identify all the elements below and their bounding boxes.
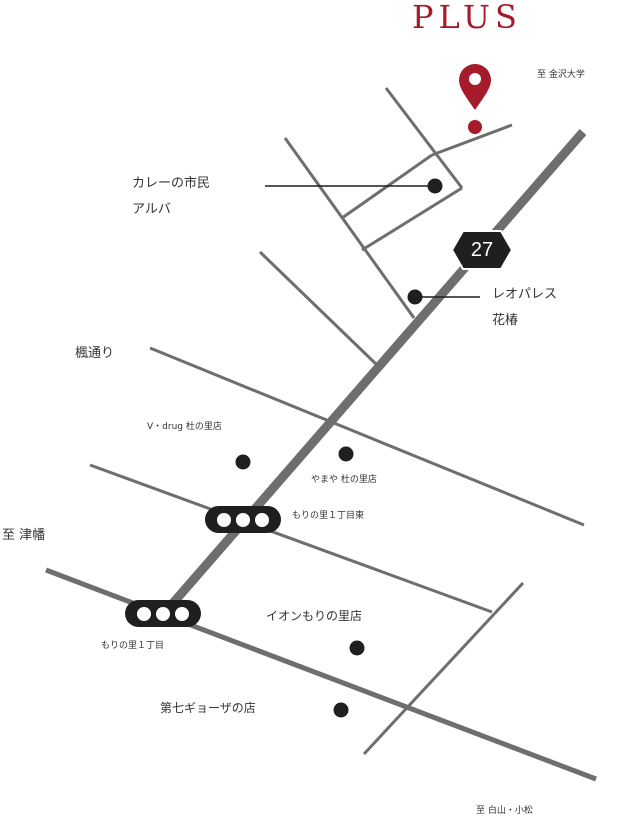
- signal-lamp: [236, 512, 250, 527]
- direction-kanazawa-university: 至 金沢大学: [537, 70, 585, 80]
- intersection-morinosato: もりの里１丁目: [101, 641, 165, 651]
- marker-vdrug: [235, 454, 251, 470]
- landmark-curry-line1: カレーの市民: [132, 176, 211, 191]
- road-kaede-dori: [149, 346, 585, 527]
- traffic-light-icon: [205, 506, 281, 533]
- road-upper-diagonal: [384, 87, 464, 189]
- traffic-light-icon: [125, 600, 201, 627]
- signal-lamp: [175, 606, 189, 621]
- main-road-route-27: [156, 129, 587, 621]
- road-middle: [89, 463, 493, 614]
- road-to-university: [431, 123, 513, 157]
- road-south-crossing: [362, 581, 525, 756]
- direction-hakusan-komatsu: 至 白山・小松: [476, 806, 533, 816]
- route-number: 27: [470, 239, 494, 261]
- street-kaede-dori: 楓通り: [75, 346, 115, 361]
- signal-lamp: [217, 512, 231, 527]
- marker-leopalace: [407, 289, 423, 305]
- marker-yamaya: [338, 446, 354, 462]
- landmark-aeon: イオンもりの里店: [266, 609, 363, 623]
- map-pin-icon: [459, 64, 491, 134]
- road-kaede-side: [258, 250, 379, 367]
- direction-tsubata: 至 津幡: [2, 528, 46, 543]
- landmark-leopalace-line1: レオパレス: [492, 287, 558, 302]
- landmark-curry-line2: アルバ: [132, 202, 171, 217]
- signal-lamp: [156, 606, 170, 621]
- road-upper-left: [283, 137, 416, 319]
- road-to-tsubata: [45, 567, 597, 782]
- signal-lamp: [255, 512, 269, 527]
- landmark-leopalace-line2: 花椿: [492, 313, 519, 328]
- signal-lamp: [137, 606, 151, 621]
- marker-curry-alba: [427, 178, 443, 194]
- landmark-gyoza: 第七ギョーザの店: [160, 701, 256, 715]
- road-block-b: [361, 186, 463, 252]
- hexagon-route-icon: [450, 230, 514, 270]
- landmark-vdrug: V・drug 杜の里店: [147, 422, 222, 432]
- intersection-morinosato-east: もりの里１丁目東: [292, 511, 365, 521]
- map-title: PLUS: [412, 0, 522, 36]
- landmark-yamaya: やまや 杜の里店: [311, 475, 377, 485]
- marker-gyoza: [333, 702, 349, 718]
- marker-aeon: [349, 640, 365, 656]
